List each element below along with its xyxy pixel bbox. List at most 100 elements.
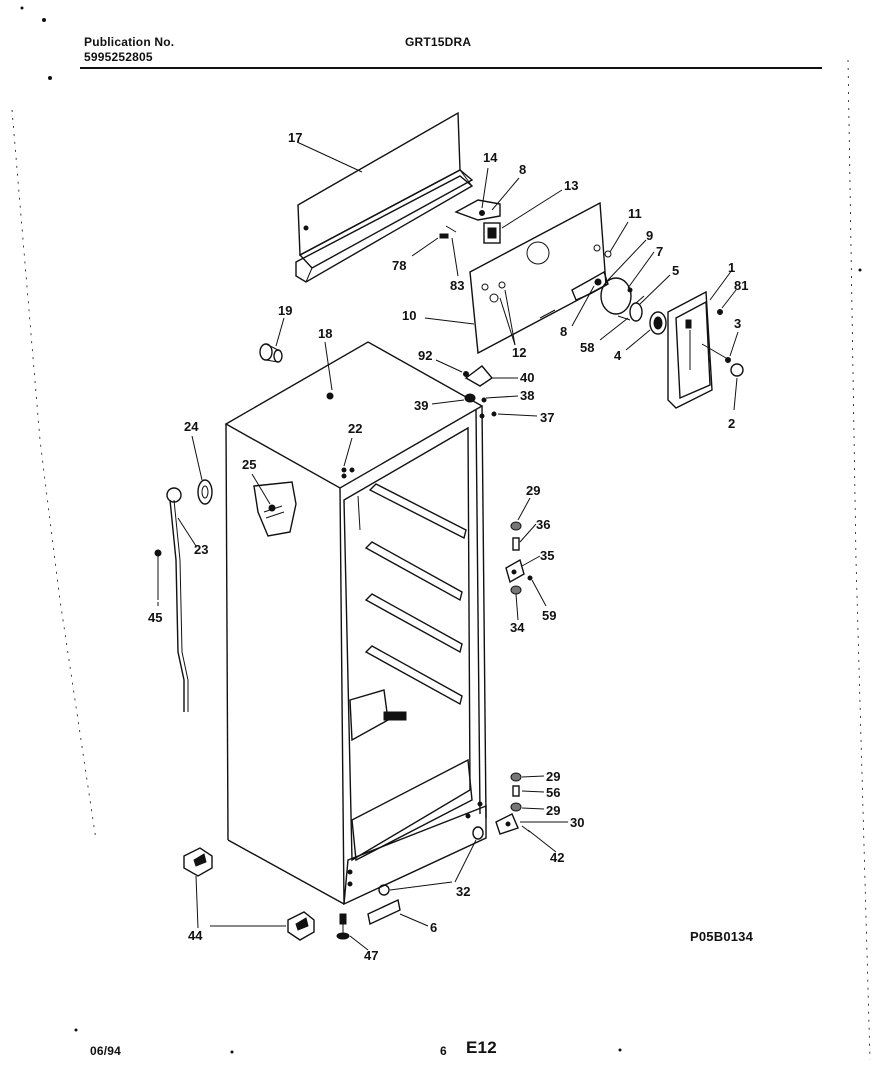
edge-shadow-right <box>847 59 871 1061</box>
header-rule <box>80 67 822 69</box>
leader-36a <box>519 523 537 543</box>
cabinet-body <box>224 341 487 906</box>
publication-number: 5995252805 <box>84 50 153 64</box>
leader-9 <box>607 239 647 281</box>
leader-24 <box>191 435 203 481</box>
part-18-clip <box>326 392 334 400</box>
leader-29c <box>521 807 545 810</box>
callout-9: 9 <box>646 228 653 243</box>
part-45-screw <box>154 549 162 600</box>
leader-38 <box>485 395 519 399</box>
callout-40: 40 <box>520 370 534 385</box>
callout-92: 92 <box>418 348 432 363</box>
leader-23 <box>177 517 197 547</box>
callout-30: 30 <box>570 815 584 830</box>
part-47-leveling-leg <box>336 913 350 940</box>
leader-39 <box>431 399 465 405</box>
leader-14 <box>481 167 489 209</box>
callout-29c: 29 <box>546 803 560 818</box>
leader-92 <box>435 359 463 373</box>
leader-32a <box>454 839 477 883</box>
part-40-hinge-top <box>463 365 497 417</box>
leader-47 <box>349 935 369 951</box>
part-19-plug <box>259 343 283 363</box>
leader-3 <box>729 331 739 357</box>
part-44-bracket-b <box>287 911 315 941</box>
part-10-control-plate <box>469 201 607 355</box>
callout-6: 6 <box>430 920 437 935</box>
callout-42: 42 <box>550 850 564 865</box>
callout-24: 24 <box>184 419 199 434</box>
part-32-plug-a <box>472 826 484 840</box>
callout-81: 81 <box>734 278 748 293</box>
callout-18: 18 <box>318 326 332 341</box>
callout-19: 19 <box>278 303 292 318</box>
callout-36: 36 <box>536 517 550 532</box>
callout-23: 23 <box>194 542 208 557</box>
footer-page-small: 6 <box>440 1044 447 1058</box>
part-4-gear-knob <box>649 311 667 335</box>
leader-2 <box>733 377 738 411</box>
callout-32: 32 <box>456 884 470 899</box>
callout-4: 4 <box>614 348 622 363</box>
part-44-bracket-a <box>183 847 213 877</box>
callout-7: 7 <box>656 244 663 259</box>
part-17-top-panel <box>295 111 474 283</box>
leader-29b <box>521 775 545 778</box>
callout-34: 34 <box>510 620 525 635</box>
leader-8a <box>491 177 520 211</box>
part-23-harness <box>166 487 189 712</box>
leader-1 <box>709 269 733 301</box>
leader-42 <box>527 829 557 853</box>
part-5-58-knob <box>617 295 645 322</box>
callout-47: 47 <box>364 948 378 963</box>
leader-19 <box>275 317 285 347</box>
callout-3: 3 <box>734 316 741 331</box>
callout-12: 12 <box>512 345 526 360</box>
leader-59 <box>531 579 547 607</box>
callout-10: 10 <box>402 308 416 323</box>
edge-shadow <box>11 109 97 841</box>
leader-4 <box>625 329 651 351</box>
leader-18 <box>324 341 333 391</box>
part-35-center-hinge <box>505 521 533 595</box>
leader-58 <box>599 317 629 341</box>
part-78-83-pin <box>439 225 457 239</box>
part-25-label <box>253 481 297 537</box>
part-22-plug <box>341 467 347 473</box>
part-6-strip <box>367 898 401 926</box>
leader-83 <box>451 237 459 277</box>
callout-45: 45 <box>148 610 162 625</box>
leader-37 <box>497 413 538 417</box>
publication-label: Publication No. <box>84 35 175 49</box>
part-14-8-13-switch-assembly <box>454 199 501 244</box>
callout-35: 35 <box>540 548 554 563</box>
leader-7 <box>627 251 655 289</box>
leader-35 <box>521 555 541 567</box>
callout-29b: 29 <box>546 769 560 784</box>
leader-17 <box>296 141 363 173</box>
leader-3b <box>701 343 727 359</box>
callout-17: 17 <box>288 130 302 145</box>
callout-25: 25 <box>242 457 256 472</box>
callout-labels: 17 14 8 13 11 9 7 5 1 81 3 2 78 83 10 12… <box>148 130 748 963</box>
callout-22: 22 <box>348 421 362 436</box>
callout-8a: 8 <box>519 162 526 177</box>
leader-56 <box>521 790 545 793</box>
leader-78 <box>411 237 439 257</box>
leader-25 <box>251 473 271 505</box>
callout-59: 59 <box>542 608 556 623</box>
callout-2: 2 <box>728 416 735 431</box>
callout-37: 37 <box>540 410 554 425</box>
callout-14: 14 <box>483 150 498 165</box>
drawing-id: P05B0134 <box>690 929 754 944</box>
model-number: GRT15DRA <box>405 35 472 49</box>
callout-38: 38 <box>520 388 534 403</box>
part-30-bottom-hinge <box>495 772 531 835</box>
leader-6 <box>399 913 429 927</box>
part-2-grommet <box>730 363 744 377</box>
callout-83: 83 <box>450 278 464 293</box>
leader-12b <box>504 289 516 346</box>
leader-44a <box>195 875 199 929</box>
